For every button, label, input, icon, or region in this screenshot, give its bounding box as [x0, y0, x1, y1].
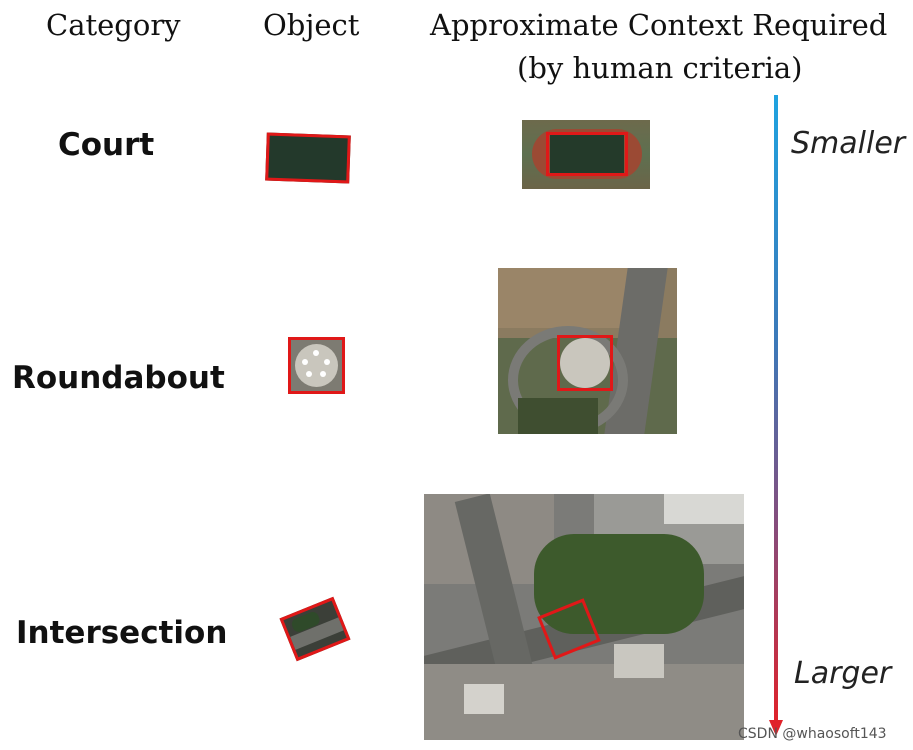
- category-header: Category: [46, 8, 181, 42]
- intersection-object-image: [279, 596, 351, 662]
- context-header-line1: Approximate Context Required: [430, 8, 888, 42]
- marking-dot: [306, 371, 312, 377]
- context-header-line2: (by human criteria): [517, 51, 803, 85]
- court-bbox: [546, 132, 628, 176]
- scale-label-smaller: Smaller: [791, 126, 906, 161]
- marking-dot: [313, 350, 319, 356]
- roundabout-center: [560, 338, 610, 388]
- white-building: [664, 494, 744, 524]
- court-context-image: [522, 120, 650, 189]
- roof: [464, 684, 504, 714]
- court-field: [550, 135, 624, 173]
- marking-dot: [324, 359, 330, 365]
- roundabout-context-image: [498, 268, 677, 434]
- court-object-image: [265, 132, 351, 184]
- scale-label-larger: Larger: [794, 656, 892, 691]
- watermark: CSDN @whaosoft143: [738, 726, 887, 742]
- tree-canopy: [534, 534, 704, 634]
- trees: [518, 398, 598, 434]
- dry-field: [498, 268, 638, 328]
- roundabout-bbox: [557, 335, 613, 391]
- roundabout-object-image: [288, 337, 345, 394]
- roof: [614, 644, 664, 678]
- marking-dot: [302, 359, 308, 365]
- category-label-intersection: Intersection: [16, 615, 228, 651]
- category-label-roundabout: Roundabout: [12, 360, 225, 396]
- category-label-court: Court: [58, 127, 155, 163]
- object-header: Object: [263, 8, 360, 42]
- marking-dot: [320, 371, 326, 377]
- scale-arrow-head: [769, 720, 783, 736]
- scale-arrow: [774, 95, 778, 723]
- intersection-context-image: [424, 494, 744, 740]
